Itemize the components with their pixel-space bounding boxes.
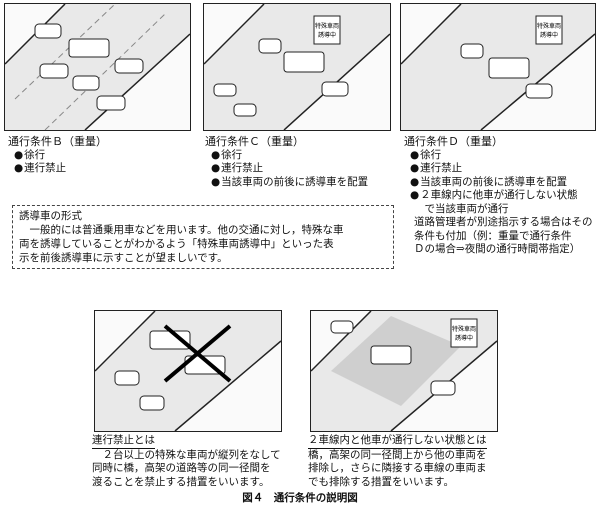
guide-car-box: 誘導車の形式 一般的には普通乗用車などを用います。他の交通に対し，特殊な車 両を… <box>12 205 394 269</box>
guide-car-line: 一般的には普通乗用車などを用います。他の交通に対し，特殊な車 <box>19 224 344 236</box>
illustration-renkou <box>94 310 282 432</box>
renkou-text: 連行禁止とは ２台以上の特殊な車両が縦列をなして 同時に橋，高架の道路等の同一径… <box>92 434 281 489</box>
renkou-title: 連行禁止とは <box>92 434 155 449</box>
condition-d-item: 徐行 <box>404 149 593 163</box>
two-lane-line: でも排除する措置をいいます。 <box>308 475 454 488</box>
renkou-line: 同時に橋，高架の道路等の同一径間を <box>92 462 271 474</box>
svg-text:誘導中: 誘導中 <box>455 334 473 342</box>
two-lane-line: 橋，高架の同一径間上から他の車両を <box>308 448 487 461</box>
svg-text:誘導中: 誘導中 <box>540 31 558 39</box>
renkou-line: ２台以上の特殊な車両が縦列をなして <box>92 448 281 461</box>
sign-text: 特殊車両 <box>315 22 339 30</box>
condition-c-item: 連行禁止 <box>205 162 368 176</box>
condition-d-sub: で当該車両が通行 <box>414 202 509 215</box>
guide-car-title: 誘導車の形式 <box>19 210 82 222</box>
condition-d-sub: 道路管理者が別途指示する場合はその <box>414 216 593 228</box>
illustration-condition-b <box>4 3 191 131</box>
figure-caption: 図４ 通行条件の説明図 <box>242 492 358 504</box>
illustration-condition-d: 特殊車両 誘導中 <box>400 3 596 131</box>
condition-c-item: 徐行 <box>205 149 368 163</box>
condition-c-header: 通行条件Ｃ（重量） <box>205 135 304 148</box>
guide-car-line: 示を前後誘導車に示すことが望ましいです。 <box>19 252 228 264</box>
two-lane-line: 排除し，さらに隣接する車線の車両ま <box>308 462 487 474</box>
condition-c-text: 通行条件Ｃ（重量） 徐行 連行禁止 当該車両の前後に誘導車を配置 <box>205 135 368 189</box>
condition-d-sub: 条件も付加（例：重量で通行条件 <box>414 229 572 242</box>
two-lane-title: ２車線内と他車が通行しない状態とは <box>308 434 487 449</box>
illustration-condition-c: 特殊車両 誘導中 <box>203 3 391 131</box>
condition-b-item: 徐行 <box>8 149 107 163</box>
condition-d-text: 通行条件Ｄ（重量） 徐行 連行禁止 当該車両の前後に誘導車を配置 ２車線内に他車… <box>404 135 593 257</box>
two-lane-text: ２車線内と他車が通行しない状態とは 橋，高架の同一径間上から他の車両を 排除し，… <box>308 434 487 489</box>
condition-b-text: 通行条件Ｂ（重量） 徐行 連行禁止 <box>8 135 107 176</box>
condition-d-item: 連行禁止 <box>404 162 593 176</box>
svg-text:特殊車両: 特殊車両 <box>452 325 476 333</box>
illustration-two-lane: 特殊車両 誘導中 <box>310 310 498 432</box>
condition-c-item: 当該車両の前後に誘導車を配置 <box>205 176 368 190</box>
svg-text:特殊車両: 特殊車両 <box>537 22 561 30</box>
guide-car-line: 両を誘導していることがわかるよう「特殊車両誘導中」といった表 <box>19 238 334 250</box>
condition-d-header: 通行条件Ｄ（重量） <box>404 135 503 148</box>
condition-d-item: 当該車両の前後に誘導車を配置 <box>404 176 593 190</box>
renkou-line: 渡ることを禁止する措置をいいます。 <box>92 475 270 488</box>
condition-b-header: 通行条件Ｂ（重量） <box>8 135 107 148</box>
condition-d-item: ２車線内に他車が通行しない状態 <box>404 189 593 203</box>
svg-text:誘導中: 誘導中 <box>318 31 336 39</box>
condition-d-sub: Ｄの場合⇒夜間の通行時間帯指定） <box>414 243 581 255</box>
condition-b-item: 連行禁止 <box>8 162 107 176</box>
